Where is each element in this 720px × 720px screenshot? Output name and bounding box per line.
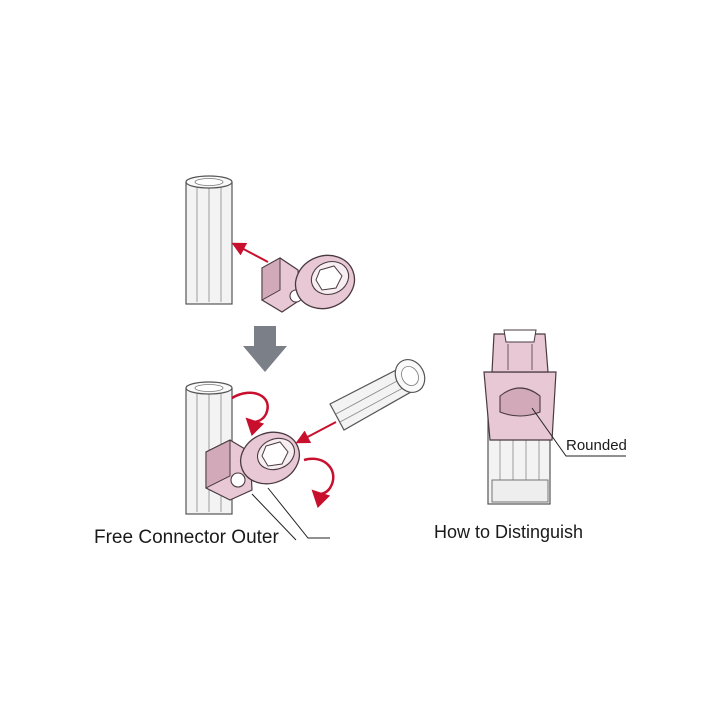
- top-pipe: [185, 175, 233, 305]
- rounded-callout-label: Rounded: [566, 437, 627, 454]
- insert-arrow-top: [231, 242, 269, 263]
- top-connector: [261, 254, 356, 313]
- caption-leader: [267, 487, 330, 539]
- next-step-arrow: [243, 326, 287, 372]
- bottom-connector: [205, 431, 300, 501]
- insert-arrow-bottom: [295, 421, 337, 444]
- distinguish-caption: How to Distinguish: [434, 522, 583, 542]
- incoming-pipe: [329, 359, 426, 431]
- distinguish-connector: [483, 329, 557, 505]
- rotate-arrow-upper: [231, 391, 269, 437]
- rounded-edge: [499, 387, 541, 417]
- main-caption: Free Connector Outer: [94, 527, 279, 548]
- rotate-arrow-lower: [303, 457, 335, 509]
- caption-leader-branch: [251, 493, 297, 541]
- rounded-callout-leader: [531, 407, 626, 457]
